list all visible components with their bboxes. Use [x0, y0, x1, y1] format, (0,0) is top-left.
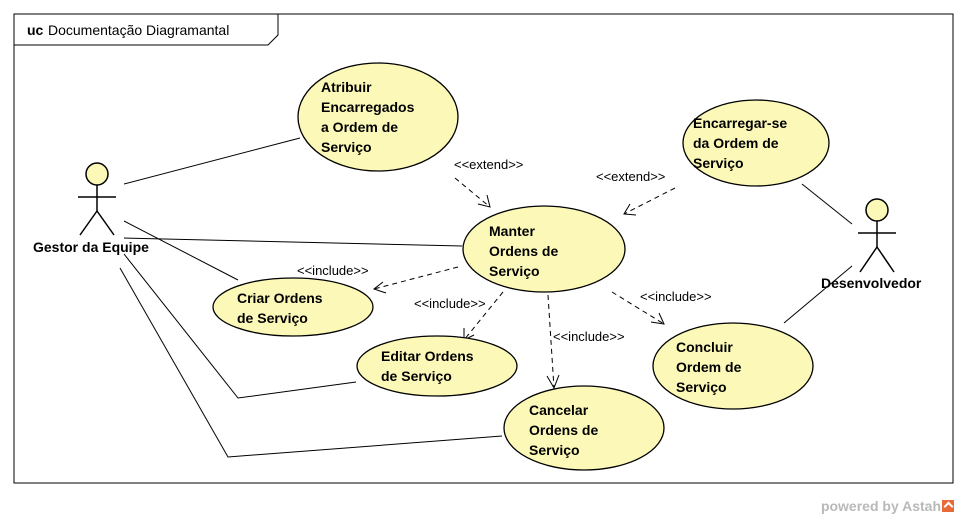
use-case-label-line: a Ordem de — [321, 119, 398, 135]
include-criar-arrowhead — [372, 281, 387, 294]
actor-left-leg — [859, 246, 878, 273]
association-gestor-criar — [123, 220, 239, 281]
actor-gestor-da-equipe[interactable]: Gestor da Equipe — [33, 162, 149, 255]
use-case-label-line: Encarregados — [321, 99, 415, 115]
use-case-concluir-ordem[interactable]: Concluir Ordem de Serviço — [652, 322, 814, 410]
extend-encarregar-arrowhead — [623, 203, 637, 216]
extend-atribuir-arrowhead — [477, 194, 491, 208]
frame-title-tab — [14, 14, 279, 46]
actor-head-icon — [85, 162, 109, 186]
use-case-label-line: Serviço — [321, 139, 372, 155]
association-gestor-atribuir — [123, 137, 301, 185]
actor-name: Desenvolvedor — [821, 275, 922, 291]
use-case-ellipse — [462, 205, 626, 293]
use-case-ellipse — [503, 385, 665, 471]
include-manter-concluir — [611, 291, 665, 325]
use-case-label-line: Criar Ordens — [237, 290, 323, 306]
use-case-editar-ordens[interactable]: Editar Ordens de Serviço — [356, 335, 518, 397]
frame-title: Documentação Diagramantal — [48, 22, 229, 38]
association-gestor-manter — [123, 237, 463, 247]
use-case-label-line: Ordem de — [676, 359, 742, 375]
actor-head-icon — [865, 198, 889, 222]
use-case-label-line: Serviço — [676, 379, 727, 395]
extend-encarregar-manter — [623, 187, 676, 215]
extend-label-encarregar: <<extend>> — [596, 169, 665, 184]
use-case-atribuir-encarregados[interactable]: Atribuir Encarregados a Ordem de Serviço — [297, 62, 459, 172]
use-case-cancelar-ordens[interactable]: Cancelar Ordens de Serviço — [503, 385, 665, 471]
use-case-label-line: de Serviço — [381, 368, 452, 384]
use-case-label-line: Manter — [489, 223, 535, 239]
association-gestor-editar — [123, 253, 357, 399]
use-case-criar-ordens[interactable]: Criar Ordens de Serviço — [212, 277, 374, 337]
extend-label-atribuir: <<extend>> — [454, 157, 523, 172]
include-manter-cancelar — [547, 294, 555, 389]
astah-logo-icon — [942, 500, 954, 512]
frame-keyword: uc — [27, 22, 44, 38]
use-case-label-line: Encarregar-se — [693, 115, 787, 131]
use-case-label-line: Concluir — [676, 339, 733, 355]
use-case-encarregar-se[interactable]: Encarregar-se da Ordem de Serviço — [682, 99, 830, 187]
use-case-ellipse — [356, 335, 518, 397]
include-manter-editar — [463, 291, 504, 341]
watermark-text: powered by Astah — [820, 498, 941, 514]
actor-desenvolvedor[interactable]: Desenvolvedor — [821, 198, 922, 291]
use-case-ellipse — [212, 277, 374, 337]
actor-right-leg — [96, 210, 115, 236]
use-case-label-line: Ordens de — [489, 243, 558, 259]
use-case-label-line: Cancelar — [529, 402, 589, 418]
include-manter-criar — [373, 266, 459, 290]
include-label-editar: <<include>> — [414, 296, 486, 311]
include-concluir-arrowhead — [650, 312, 665, 325]
use-case-label-line: Atribuir — [321, 79, 372, 95]
include-label-concluir: <<include>> — [640, 289, 712, 304]
actor-left-leg — [79, 210, 98, 236]
association-gestor-cancelar — [119, 267, 503, 458]
use-case-manter-ordens[interactable]: Manter Ordens de Serviço — [462, 205, 626, 293]
use-case-label-line: Serviço — [489, 263, 540, 279]
include-label-cancelar: <<include>> — [553, 329, 625, 344]
use-case-label-line: Serviço — [529, 442, 580, 458]
actor-name: Gestor da Equipe — [33, 239, 149, 255]
association-desenvolvedor-concluir — [783, 265, 853, 324]
use-case-ellipse — [297, 62, 459, 172]
actor-right-leg — [876, 246, 895, 273]
use-case-label-line: da Ordem de — [693, 135, 779, 151]
include-cancelar-arrowhead — [546, 374, 560, 390]
use-case-label-line: Editar Ordens — [381, 348, 474, 364]
include-label-criar: <<include>> — [297, 263, 369, 278]
extend-atribuir-manter — [454, 177, 491, 208]
association-desenvolvedor-encarregar — [801, 183, 853, 225]
use-case-label-line: Serviço — [693, 155, 744, 171]
astah-watermark: powered by Astah — [821, 498, 954, 514]
use-case-ellipse — [652, 322, 814, 410]
use-case-label-line: de Serviço — [237, 310, 308, 326]
use-case-label-line: Ordens de — [529, 422, 598, 438]
use-case-ellipse — [682, 99, 830, 187]
